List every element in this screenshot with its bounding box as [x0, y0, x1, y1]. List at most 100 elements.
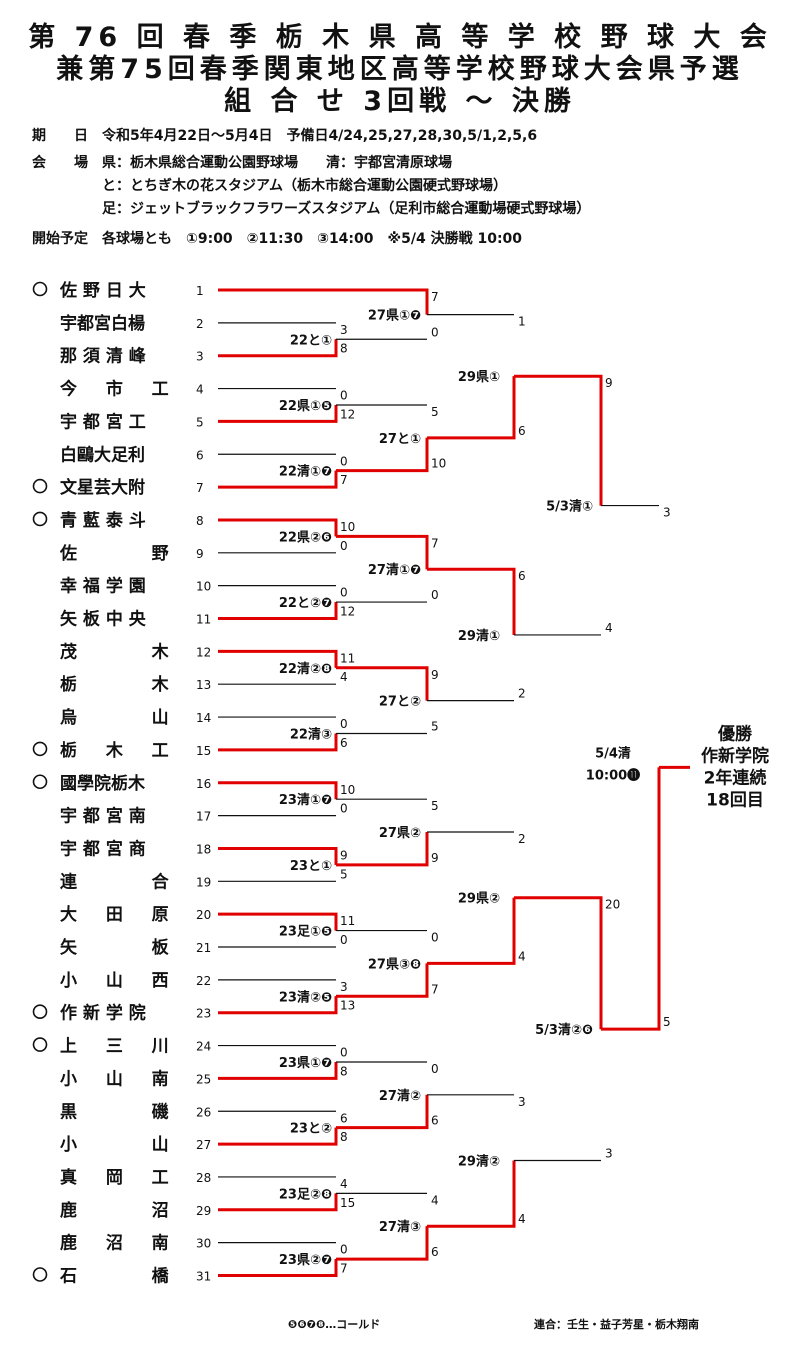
team-name: 作 新 学 院 — [60, 1003, 146, 1024]
team-name: 鹿 沼 — [60, 1200, 169, 1221]
round1-match-label: 22と②❼ — [279, 596, 332, 611]
champion-heading: 優勝 — [717, 723, 753, 744]
round1-match-label: 23清②❺ — [279, 989, 332, 1005]
title-line1: 第 76 回 春 季 栃 木 県 高 等 学 校 野 球 大 会 — [28, 22, 772, 53]
round2-match-top-score: 0 — [431, 931, 439, 945]
round3-match-top-line — [427, 567, 516, 635]
round2-match-label: 27清③ — [379, 1219, 421, 1235]
round1-match-label: 22県①❺ — [279, 399, 332, 414]
round1-match-bottom-score: 12 — [340, 605, 355, 619]
round1-match-top-score: 11 — [340, 651, 355, 665]
team-name: 宇都宮白楊 — [60, 313, 145, 334]
team-seed: 1 — [196, 284, 204, 298]
final-match-bottom-score: 5 — [663, 1015, 671, 1029]
semi-match-top-line — [514, 374, 603, 506]
round1-match-top-score: 0 — [340, 1243, 348, 1257]
team-name: 那 須 清 峰 — [60, 346, 147, 367]
team-seed: 20 — [196, 908, 211, 922]
round2-match-bottom-score: 0 — [431, 588, 439, 602]
team-seed: 17 — [196, 810, 211, 824]
team-name: 佐 野 日 大 — [59, 280, 146, 301]
team-seed: 4 — [196, 383, 204, 397]
final-label-line2: 10:00⓫ — [586, 767, 640, 783]
round1-match-bottom-score: 8 — [340, 1064, 348, 1078]
team-name: 今 市 工 — [60, 379, 169, 400]
round1-match-bottom-score: 0 — [340, 933, 348, 947]
champion-note2: 18回目 — [706, 790, 764, 810]
team-seed: 12 — [196, 645, 211, 659]
info-venue1: 会 場 県：栃木県総合運動公園野球場 清：宇都宮清原球場 — [32, 155, 452, 171]
round3-match-label: 29清② — [458, 1154, 500, 1170]
seed-mark — [32, 1004, 48, 1020]
round1-match-label: 23足①❺ — [279, 925, 332, 940]
round1-match-bottom-score: 13 — [340, 999, 355, 1013]
team-name: 佐 野 — [59, 543, 169, 564]
team-name: 矢 板 中 央 — [60, 609, 147, 630]
team-seed: 31 — [196, 1270, 211, 1284]
seed-mark — [32, 1037, 48, 1052]
info-date: 期 日 令和5年4月22日～5月4日 予備日4/24,25,27,28,30,5… — [32, 128, 538, 144]
team-name: 宇 都 宮 工 — [60, 411, 146, 432]
semi-match-label: 5/3清① — [546, 499, 593, 515]
team-name: 宇 都 宮 商 — [60, 838, 146, 859]
semi-match-label: 5/3清②❻ — [535, 1022, 593, 1038]
team-seed: 23 — [196, 1007, 211, 1021]
round3-match-bottom-line — [427, 897, 516, 965]
round2-match-top-score: 5 — [431, 405, 439, 419]
info-venue3: 足：ジェットブラックフラワーズスタジアム（足利市総合運動場硬式野球場） — [32, 201, 591, 217]
round1-match-top-score: 4 — [340, 1177, 348, 1191]
round2-match-label: 27県② — [379, 826, 421, 841]
round1-match-bottom-score: 8 — [340, 342, 348, 356]
round1-match-top-score: 0 — [340, 389, 348, 403]
round3-match-label: 29県① — [458, 370, 500, 385]
round3-match-bottom-line — [427, 1160, 516, 1228]
team-name: 石 橋 — [59, 1266, 170, 1287]
round2-match-top-score: 4 — [431, 1193, 439, 1207]
round3-match-top-score: 3 — [518, 1095, 526, 1109]
round2-match-top-score: 5 — [431, 799, 439, 813]
round2-match-label: 27と② — [379, 695, 421, 710]
round3-match-bottom-line — [427, 376, 516, 440]
team-name: 小 山 — [60, 1135, 169, 1155]
team-seed: 30 — [196, 1237, 211, 1251]
info-start: 開始予定 各球場とも ①9:00 ②11:30 ③14:00 ※5/4 決勝戦 … — [32, 231, 523, 247]
team-name: 烏 山 — [60, 707, 169, 728]
team-seed: 27 — [196, 1138, 211, 1152]
round3-match-top-score: 2 — [518, 832, 526, 846]
team-seed: 14 — [196, 711, 211, 725]
team-seed: 16 — [196, 777, 211, 791]
round1-match-top-score: 11 — [340, 914, 355, 928]
round1-match-bottom-score: 7 — [340, 1262, 348, 1276]
team-name: 栃 木 — [60, 674, 170, 695]
team-seed: 3 — [196, 350, 204, 364]
team-name: 真 岡 工 — [60, 1167, 169, 1188]
round1-match-bottom-score: 15 — [340, 1196, 355, 1210]
final-label-line1: 5/4清 — [595, 745, 631, 761]
team-seed: 9 — [196, 547, 204, 561]
round1-match-top-score: 3 — [340, 980, 348, 994]
team-name: 白鷗大足利 — [60, 444, 145, 465]
team-seed: 25 — [196, 1072, 211, 1086]
round2-match-bottom-score: 10 — [431, 457, 446, 471]
round1-match-label: 22清①❼ — [279, 464, 332, 480]
team-seed: 19 — [196, 875, 211, 889]
round1-match-label: 22清③ — [290, 726, 332, 742]
team-name: 小 山 南 — [60, 1068, 169, 1089]
semi-match-top-score: 20 — [605, 898, 620, 912]
team-name: 文星芸大附 — [60, 477, 145, 498]
round1-match-top-score: 10 — [340, 520, 355, 534]
round1-match-top-score: 0 — [340, 1046, 348, 1060]
round2-match-label: 27清② — [379, 1088, 421, 1104]
round2-match-label: 27と① — [379, 432, 421, 447]
round1-match-bottom-score: 4 — [340, 670, 348, 684]
round2-match-label: 27県③❽ — [368, 957, 421, 972]
round2-match-bottom-score: 5 — [431, 719, 439, 733]
team-seed: 15 — [196, 744, 211, 758]
semi-match-top-score: 9 — [605, 376, 613, 390]
team-seed: 24 — [196, 1040, 211, 1054]
round2-match-top-score: 9 — [431, 668, 439, 682]
team-name: 矢 板 — [60, 937, 170, 958]
team-seed: 2 — [196, 317, 204, 331]
team-name: 栃 木 工 — [60, 740, 169, 761]
info-venue2: と：とちぎ木の花スタジアム（栃木市総合運動公園硬式野球場） — [32, 178, 508, 194]
